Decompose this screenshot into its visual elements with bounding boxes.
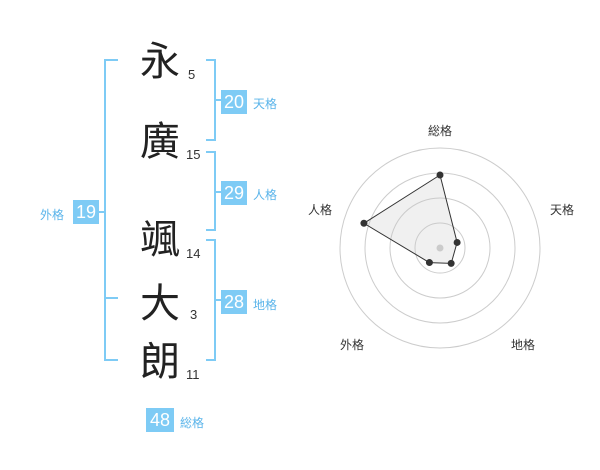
stroke-count-4: 3 xyxy=(190,307,198,322)
stroke-count-2: 15 xyxy=(186,147,201,162)
chikaku-label: 地格 xyxy=(253,298,278,312)
radar-polygon xyxy=(362,174,458,264)
radar-axis-label-jinkaku: 人格 xyxy=(308,203,333,217)
radar-ring xyxy=(339,147,541,349)
gaikaku-bracket xyxy=(104,59,118,361)
chikaku-value: 28 xyxy=(221,290,247,314)
jinkaku-label: 人格 xyxy=(253,188,278,202)
radar-ring xyxy=(389,197,491,299)
soukaku-value: 48 xyxy=(146,408,174,432)
soukaku-label: 総格 xyxy=(180,416,205,430)
name-char-1: 永 xyxy=(140,39,180,85)
name-char-3: 颯 xyxy=(140,217,180,263)
radar-point-5 xyxy=(360,219,368,227)
radar-point-1 xyxy=(436,171,444,179)
gaikaku-label: 外格 xyxy=(40,208,65,222)
radar-point-4 xyxy=(425,259,433,267)
radar-point-2 xyxy=(453,238,461,246)
stroke-count-3: 14 xyxy=(186,246,201,261)
jinkaku-value: 29 xyxy=(221,181,247,205)
radar-axis-label-gaikaku: 外格 xyxy=(340,338,365,352)
radar-axis-label-soukaku: 総格 xyxy=(428,124,453,138)
stroke-count-1: 5 xyxy=(188,67,196,82)
radar-center xyxy=(436,244,444,252)
name-char-4: 大 xyxy=(140,281,180,327)
name-char-5: 朗 xyxy=(140,339,180,385)
radar-axis-label-tenkaku: 天格 xyxy=(550,203,575,217)
tenkaku-value: 20 xyxy=(221,90,247,114)
name-char-2: 廣 xyxy=(140,119,180,165)
tenkaku-label: 天格 xyxy=(253,97,278,111)
radar-axis-label-chikaku: 地格 xyxy=(511,338,536,352)
radar-ring xyxy=(414,222,466,274)
radar-point-3 xyxy=(447,259,455,267)
stroke-count-5: 11 xyxy=(186,367,200,382)
gaikaku-value: 19 xyxy=(73,200,99,224)
